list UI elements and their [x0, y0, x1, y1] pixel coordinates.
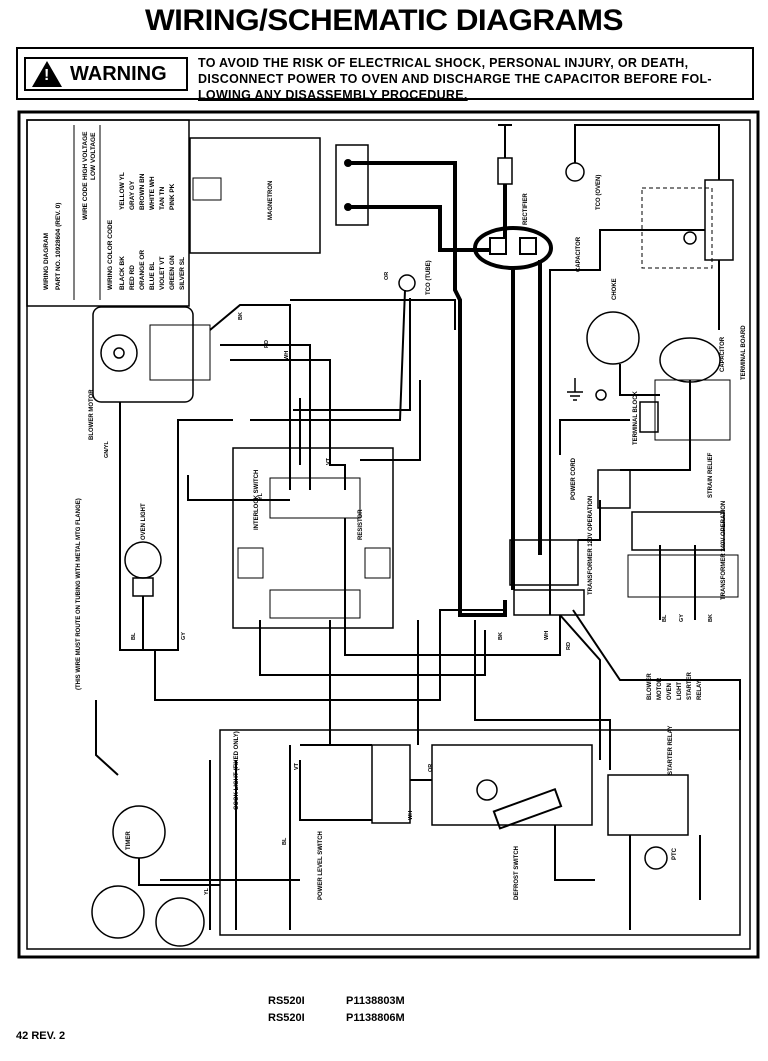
blower-motor-list-item: LIGHT	[677, 682, 683, 700]
color-code-item: WHITE WH	[149, 176, 156, 210]
capacitor-top-label: CAPACITOR	[576, 236, 582, 272]
wire-label: BL	[282, 837, 288, 845]
diagram-inner-frame	[26, 119, 751, 950]
wire-label: WH	[544, 631, 550, 640]
color-code-item: RED RD	[129, 265, 136, 290]
wire-label: OR	[428, 764, 434, 772]
color-code-item: YELLOW YL	[119, 172, 126, 210]
transformer-120-label: TRANSFORMER 120V OPERATION	[588, 496, 594, 595]
blower-motor-list-item: STARTER	[687, 671, 693, 700]
legend-box	[26, 119, 190, 307]
model-row: RS520I P1138803M	[268, 993, 405, 1010]
oven-light-label: OVEN LIGHT	[141, 503, 147, 540]
color-code-item: SILVER SL	[179, 257, 186, 290]
wire-label: YL	[258, 492, 264, 500]
magnetron-label: MAGNETRON	[268, 181, 274, 220]
interlock-switch-label: INTERLOCK SWITCH	[254, 470, 260, 530]
wire-label: GN/YL	[104, 441, 110, 458]
model-number: RS520I	[268, 995, 305, 1007]
wire-label: OR	[384, 272, 390, 280]
wire-label: VT	[294, 762, 300, 770]
color-code-item: GREEN GN	[169, 255, 176, 290]
capacitor-label: CAPACITOR	[720, 336, 726, 372]
power-cord-label: POWER CORD	[571, 457, 577, 500]
page-footer: 42 REV. 2	[16, 1030, 65, 1042]
color-code-title: WIRING COLOR CODE	[107, 219, 114, 290]
ptc-label: PTC	[672, 847, 678, 860]
revision: REV. 2	[31, 1030, 66, 1042]
wire-label: RD	[566, 642, 572, 650]
wire-code-item: HIGH VOLTAGE	[82, 131, 89, 180]
color-code-item: PINK PK	[169, 183, 176, 210]
wire-label: BL	[131, 632, 137, 640]
warning-text: TO AVOID THE RISK OF ELECTRICAL SHOCK, P…	[198, 55, 750, 103]
tco-oven-label: TCO (OVEN)	[596, 175, 602, 210]
model-list: RS520I P1138803M RS520I P1138806M	[268, 993, 405, 1027]
page-number: 42	[16, 1030, 29, 1042]
transformer-240-label: TRANSFORMER 240V OPERATION	[721, 501, 727, 600]
power-level-switch-label: POWER LEVEL SWITCH	[318, 831, 324, 900]
cook-light-label: COOK LIGHT (FIXED ONLY)	[234, 731, 240, 810]
magnetron-box	[189, 137, 321, 254]
blower-motor-label: BLOWER MOTOR	[89, 389, 95, 440]
model-row: RS520I P1138806M	[268, 1010, 405, 1027]
blower-motor-list-item: BLOWER	[647, 673, 653, 700]
color-code-item: TAN TN	[159, 186, 166, 210]
choke-label: CHOKE	[612, 278, 618, 300]
transformer	[509, 539, 579, 586]
color-code-item: VIOLET VT	[159, 256, 166, 290]
model-number: RS520I	[268, 1012, 305, 1024]
warning-triangle-icon: !	[32, 61, 62, 87]
color-code-item: ORANGE OR	[139, 250, 146, 290]
wire-label: BK	[238, 312, 244, 320]
wire-label: GY	[679, 614, 685, 622]
terminal-board-label: TERMINAL BOARD	[741, 325, 747, 380]
timer-label: TIMER	[126, 831, 132, 850]
warning-line: LOWING ANY DISASSEMBLY PROCEDURE.	[198, 88, 468, 102]
wire-code-item: LOW VOLTAGE	[90, 132, 97, 180]
resistor-label: RESISTOR	[358, 509, 364, 540]
starter-relay-label: STARTER RELAY	[668, 726, 674, 775]
color-code-item: BLUE BL	[149, 262, 156, 290]
rectifier-label: RECTIFIER	[523, 193, 529, 225]
warning-label: WARNING	[70, 62, 167, 85]
wire-code-title: WIRE CODE	[82, 182, 89, 220]
blower-motor-list-item: MOTOR	[657, 677, 663, 700]
legend-header-line: PART NO. 10928604 (REV. 0)	[55, 203, 62, 290]
wire-label: RD	[264, 340, 270, 348]
blower-motor-list-item: RELAY	[697, 680, 703, 700]
strain-relief-label: STRAIN RELIEF	[708, 452, 714, 498]
interlock-switch-block	[232, 447, 394, 629]
wire-label: VT	[326, 457, 332, 465]
tco-tube-label: TCO (TUBE)	[426, 260, 432, 295]
page-title: WIRING/SCHEMATIC DIAGRAMS	[144, 4, 624, 37]
defrost-switch-label: DEFROST SWITCH	[514, 846, 520, 900]
wire-label: YL	[204, 887, 210, 895]
blower-motor-housing	[92, 306, 194, 403]
wire-label: BL	[662, 614, 668, 622]
wire-note-label: (THIS WIRE MUST ROUTE ON TUBING WITH MET…	[76, 498, 82, 690]
color-code-item: BROWN BN	[139, 173, 146, 210]
color-code-item: GRAY GY	[129, 180, 136, 210]
wire-label: GY	[181, 632, 187, 640]
color-code-item: BLACK BK	[119, 256, 126, 290]
part-number: P1138806M	[346, 1012, 405, 1024]
warning-badge: ! WARNING	[24, 57, 188, 91]
diagram-frame	[17, 110, 760, 959]
wire-label: WH	[408, 811, 414, 820]
warning-line: TO AVOID THE RISK OF ELECTRICAL SHOCK, P…	[198, 56, 689, 70]
warning-box: ! WARNING TO AVOID THE RISK OF ELECTRICA…	[16, 47, 754, 103]
wire-label: WH	[284, 351, 290, 360]
wire-label: BK	[708, 614, 714, 622]
part-number: P1138803M	[346, 995, 405, 1007]
terminal-block-label: TERMINAL BLOCK	[633, 390, 639, 445]
blower-motor-list-item: OVEN	[667, 683, 673, 700]
control-panel	[219, 729, 741, 936]
warning-line: DISCONNECT POWER TO OVEN AND DISCHARGE T…	[198, 72, 712, 86]
legend-header-line: WIRING DIAGRAM	[43, 233, 50, 290]
wire-label: BK	[498, 632, 504, 640]
